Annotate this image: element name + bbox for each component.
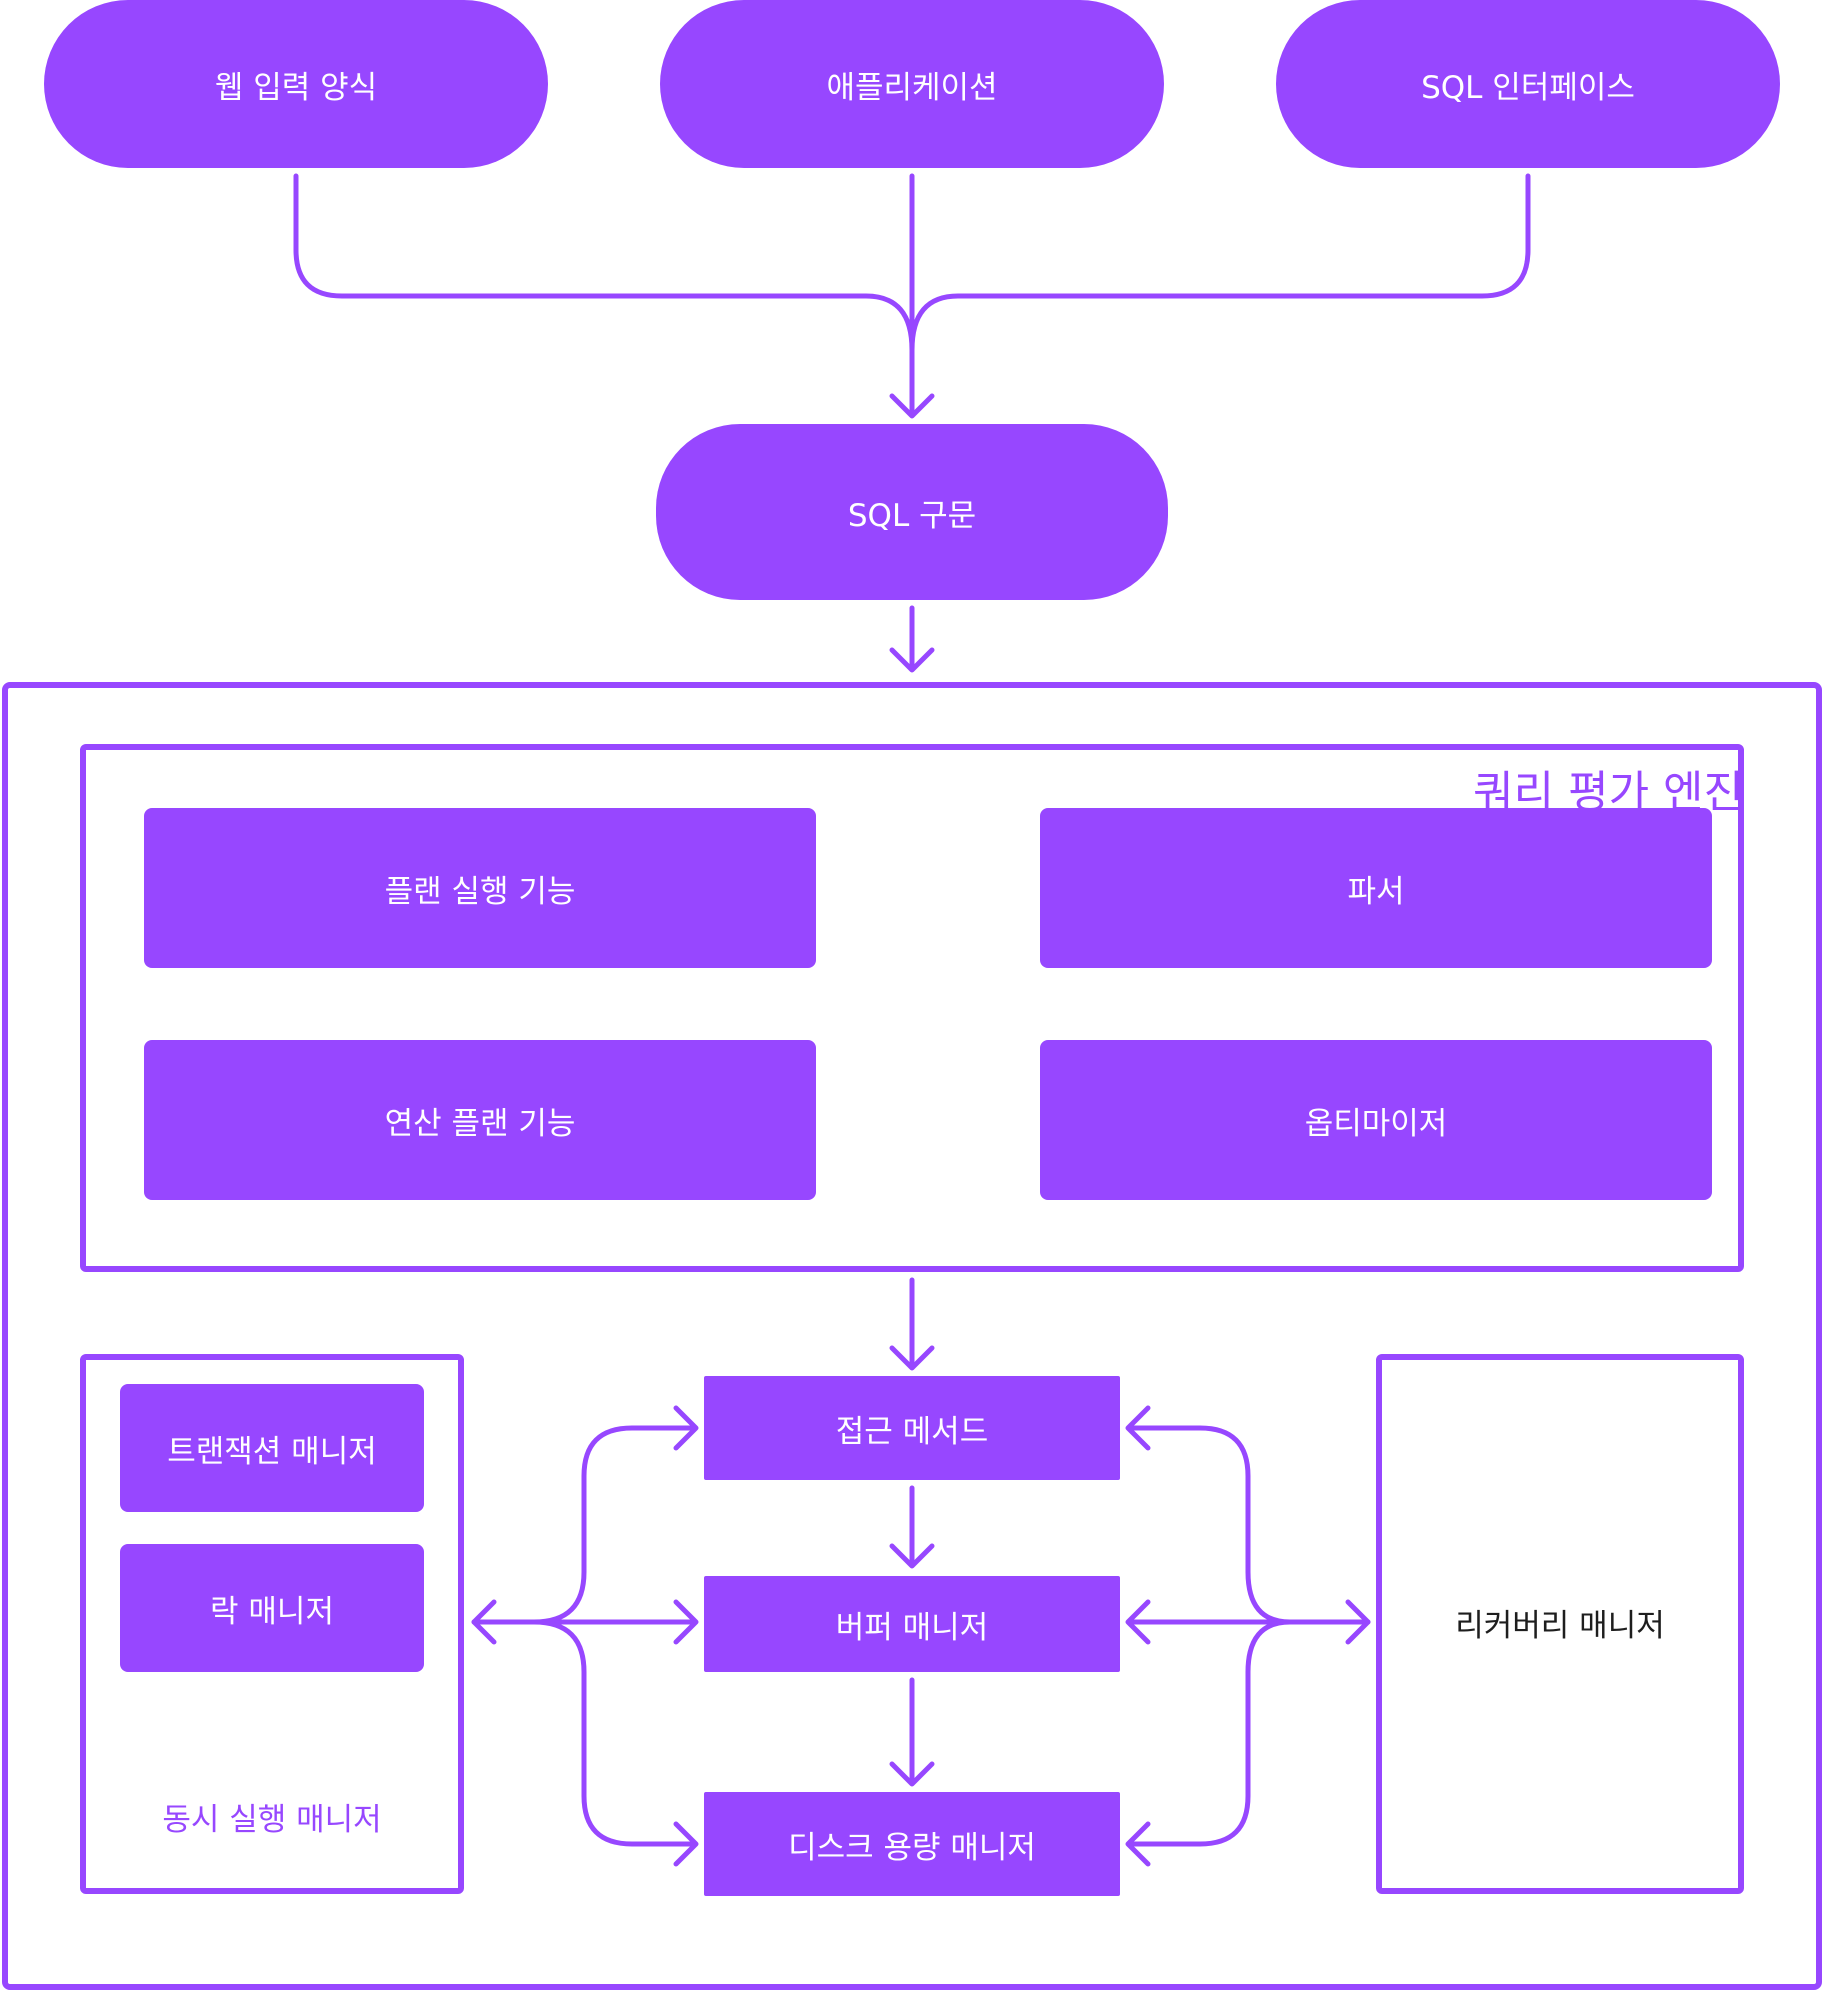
recovery-manager-frame	[1376, 1354, 1744, 1894]
disk-space-manager-node: 디스크 용량 매니저	[704, 1792, 1120, 1896]
concurrency-manager-title: 동시 실행 매니저	[162, 1801, 382, 1838]
connector-web-form	[293, 173, 915, 353]
web-form-node: 웹 입력 양식	[44, 0, 548, 168]
arrowhead-dbms	[889, 647, 935, 673]
connector-sql-interface	[909, 173, 1531, 353]
operator-evaluator-node: 연산 플랜 기능	[144, 1040, 816, 1200]
transaction-manager-node: 트랜잭션 매니저	[120, 1384, 424, 1512]
recovery-manager-label: 리커버리 매니저	[1455, 1607, 1665, 1644]
lock-manager-node: 락 매니저	[120, 1544, 424, 1672]
buffer-manager-node: 버퍼 매니저	[704, 1576, 1120, 1672]
application-node: 애플리케이션	[660, 0, 1164, 168]
access-methods-node: 접근 메서드	[704, 1376, 1120, 1480]
arrowhead-sql-statement	[889, 393, 935, 419]
sql-statement-node: SQL 구문	[656, 424, 1168, 600]
sql-interface-node: SQL 인터페이스	[1276, 0, 1780, 168]
query-engine-frame	[80, 744, 1744, 1272]
parser-node: 파서	[1040, 808, 1712, 968]
optimizer-node: 옵티마이저	[1040, 1040, 1712, 1200]
plan-executor-node: 플랜 실행 기능	[144, 808, 816, 968]
dbms-frame	[2, 682, 1822, 1990]
concurrency-manager-frame	[80, 1354, 464, 1894]
